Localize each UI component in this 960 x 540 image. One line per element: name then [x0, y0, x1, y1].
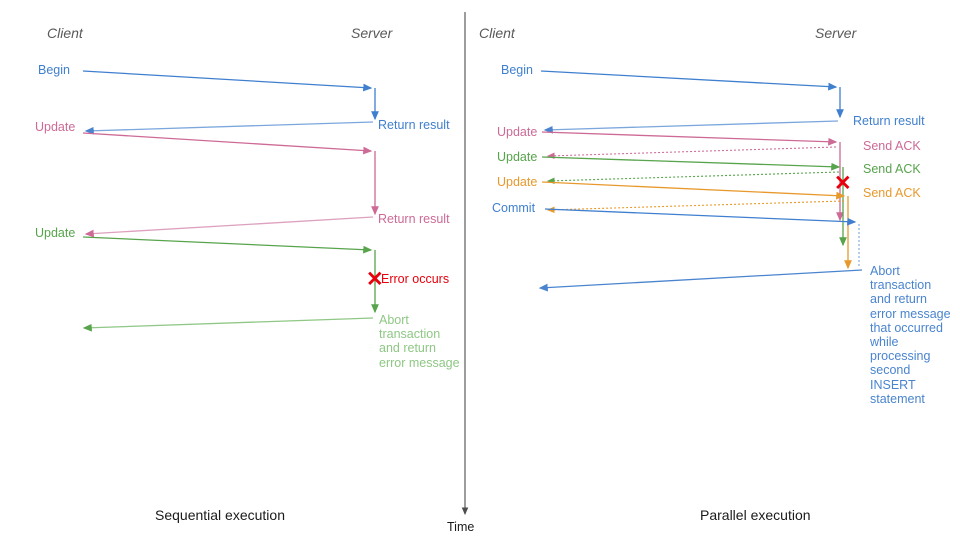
right-parallel-flow — [538, 70, 863, 292]
left-abort-note: Abort transaction and return error messa… — [379, 313, 460, 370]
arrow-ack-green-r — [546, 171, 840, 185]
left-client-header: Client — [47, 25, 83, 41]
arrow-return-result-r — [543, 120, 839, 134]
arrow-update-pink-r — [541, 131, 838, 146]
right-label-send-ack-orange: Send ACK — [863, 186, 921, 200]
arrow-update-orange-r — [541, 181, 846, 200]
right-label-send-ack-pink: Send ACK — [863, 139, 921, 153]
arrow-ack-pink-r — [546, 146, 837, 160]
right-server-header: Server — [815, 25, 857, 41]
left-sequential-flow — [82, 70, 379, 332]
right-abort-note: Abort transaction and return error messa… — [870, 264, 951, 406]
right-label-update-pink: Update — [497, 125, 538, 139]
right-label-update-green: Update — [497, 150, 538, 164]
left-label-error-occurs: Error occurs — [381, 272, 450, 286]
arrow-abort-return-r — [538, 269, 863, 292]
arrow-abort-return — [82, 317, 374, 332]
right-client-header: Client — [479, 25, 515, 41]
arrow-begin-r — [540, 70, 838, 91]
error-x-icon: ✕ — [366, 268, 384, 291]
left-label-begin: Begin — [38, 63, 70, 77]
right-label-begin: Begin — [501, 63, 533, 77]
arrow-update-pink — [82, 132, 373, 155]
left-label-update-pink: Update — [35, 120, 76, 134]
error-x-icon-right: ✕ — [834, 172, 852, 195]
left-label-return-result-2: Return result — [378, 212, 450, 226]
arrow-update-green-r — [541, 156, 841, 171]
right-label-update-orange: Update — [497, 175, 538, 189]
left-server-header: Server — [351, 25, 393, 41]
right-label-commit: Commit — [492, 201, 536, 215]
arrow-update-green — [82, 236, 373, 254]
arrow-ack-orange-r — [546, 200, 845, 214]
right-label-send-ack-green: Send ACK — [863, 162, 921, 176]
arrow-return-result-1 — [84, 121, 374, 135]
left-panel-caption: Sequential execution — [155, 507, 285, 523]
right-panel-caption: Parallel execution — [700, 507, 811, 523]
left-label-return-result-1: Return result — [378, 118, 450, 132]
arrow-return-result-2 — [84, 216, 374, 238]
right-label-return-result: Return result — [853, 114, 925, 128]
arrow-commit-r — [544, 208, 857, 226]
time-axis-label: Time — [447, 520, 475, 534]
left-label-update-green: Update — [35, 226, 76, 240]
arrow-begin — [82, 70, 373, 92]
